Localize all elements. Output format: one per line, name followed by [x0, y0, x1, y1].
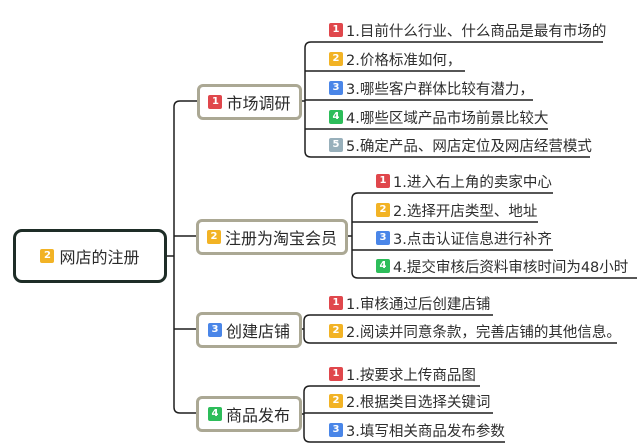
topic-item[interactable]: 2 2.选择开店类型、地址: [376, 200, 537, 220]
topic-item[interactable]: 1 1.进入右上角的卖家中心: [376, 171, 552, 191]
topic-item[interactable]: 1 1.目前什么行业、什么商品是最有市场的: [329, 20, 606, 40]
priority-badge-icon: 5: [329, 138, 343, 152]
branch-node-register-taobao[interactable]: 2 注册为淘宝会员: [196, 219, 348, 255]
priority-badge-icon: 4: [207, 407, 222, 421]
priority-badge-icon: 2: [329, 52, 343, 66]
topic-item[interactable]: 4 4.提交审核后资料审核时间为48小时: [376, 256, 628, 276]
priority-badge-icon: 3: [376, 231, 390, 245]
topic-item[interactable]: 2 2.根据类目选择关键词: [329, 391, 490, 411]
branch-node-publish-products[interactable]: 4 商品发布: [196, 396, 302, 432]
priority-badge-icon: 1: [376, 174, 390, 188]
topic-item[interactable]: 3 3.填写相关商品发布参数: [329, 420, 505, 440]
root-node-label: 网店的注册: [59, 248, 140, 267]
topic-text: 2.价格标准如何，: [346, 52, 462, 69]
branch-label: 注册为淘宝会员: [224, 229, 337, 248]
priority-badge-icon: 2: [40, 249, 55, 263]
topic-item[interactable]: 2 2.价格标准如何，: [329, 49, 461, 69]
topic-text: 1.审核通过后创建店铺: [346, 296, 491, 313]
topic-item[interactable]: 5 5.确定产品、网店定位及网店经营模式: [329, 135, 592, 155]
branch-label: 商品发布: [225, 406, 290, 425]
topic-item[interactable]: 3 3.点击认证信息进行补齐: [376, 228, 552, 248]
topic-item[interactable]: 1 1.按要求上传商品图: [329, 364, 476, 384]
priority-badge-icon: 4: [376, 259, 390, 273]
topic-item[interactable]: 1 1.审核通过后创建店铺: [329, 293, 490, 313]
topic-text: 4.哪些区域产品市场前景比较大: [346, 110, 549, 127]
priority-badge-icon: 2: [329, 394, 343, 408]
topic-item[interactable]: 2 2.阅读并同意条款，完善店铺的其他信息。: [329, 321, 621, 341]
topic-item[interactable]: 4 4.哪些区域产品市场前景比较大: [329, 107, 548, 127]
priority-badge-icon: 1: [329, 23, 343, 37]
priority-badge-icon: 2: [376, 203, 390, 217]
topic-text: 1.按要求上传商品图: [346, 367, 476, 384]
topic-text: 4.提交审核后资料审核时间为48小时: [393, 259, 629, 276]
priority-badge-icon: 3: [207, 323, 222, 337]
priority-badge-icon: 3: [329, 423, 343, 437]
priority-badge-icon: 1: [208, 95, 223, 109]
branch-label: 市场调研: [226, 94, 291, 113]
priority-badge-icon: 3: [329, 81, 343, 95]
topic-text: 2.根据类目选择关键词: [346, 394, 491, 411]
priority-badge-icon: 2: [206, 230, 221, 244]
priority-badge-icon: 1: [329, 367, 343, 381]
priority-badge-icon: 2: [329, 324, 343, 338]
topic-text: 1.进入右上角的卖家中心: [393, 174, 552, 191]
topic-text: 1.目前什么行业、什么商品是最有市场的: [346, 23, 607, 40]
branch-node-create-shop[interactable]: 3 创建店铺: [196, 312, 302, 348]
topic-item[interactable]: 3 3.哪些客户群体比较有潜力，: [329, 78, 534, 98]
topic-text: 5.确定产品、网店定位及网店经营模式: [346, 138, 592, 155]
trunk-line: [173, 100, 197, 414]
priority-badge-icon: 4: [329, 110, 343, 124]
root-node[interactable]: 2 网店的注册: [13, 229, 167, 283]
branch-node-market-research[interactable]: 1 市场调研: [197, 84, 302, 120]
topic-text: 3.哪些客户群体比较有潜力，: [346, 81, 534, 98]
topic-text: 3.填写相关商品发布参数: [346, 423, 505, 440]
priority-badge-icon: 1: [329, 296, 343, 310]
topic-text: 2.选择开店类型、地址: [393, 203, 538, 220]
topic-text: 2.阅读并同意条款，完善店铺的其他信息。: [346, 324, 621, 341]
branch-label: 创建店铺: [225, 322, 290, 341]
topic-text: 3.点击认证信息进行补齐: [393, 231, 552, 248]
